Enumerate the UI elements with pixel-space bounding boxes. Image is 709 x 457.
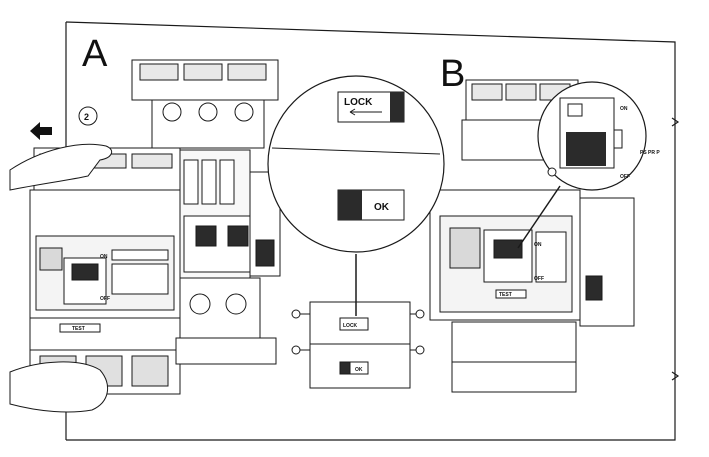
interlock-ok-label: OK	[355, 367, 363, 373]
breaker-a	[29, 147, 181, 395]
callout-lock-label: LOCK	[344, 97, 373, 108]
breaker-a-test-label: TEST	[72, 326, 85, 332]
hand-top-icon	[9, 143, 113, 191]
leader-line-b	[517, 185, 561, 249]
callout-side-text: PS PR P	[640, 150, 660, 156]
breaker-a-off-label: OFF	[100, 296, 110, 302]
arrow-left-icon	[30, 122, 52, 140]
interlock-lock-label: LOCK	[343, 323, 358, 329]
label-b: B	[440, 53, 465, 95]
callout-off-label: OFF	[620, 174, 630, 180]
breaker-b-off-label: OFF	[534, 276, 544, 282]
callout-center	[267, 75, 445, 253]
step-number: 2	[84, 112, 89, 122]
callout-on-label: ON	[620, 106, 628, 112]
breaker-a-on-label: ON	[100, 254, 108, 260]
breaker-b	[429, 79, 635, 393]
breaker-b-on-label: ON	[534, 242, 542, 248]
callout-right	[537, 81, 647, 191]
callout-ok-label: OK	[374, 202, 390, 213]
hand-bottom-icon	[9, 361, 108, 413]
label-a: A	[82, 33, 108, 75]
step-marker: 2	[78, 106, 98, 126]
interlock-box	[291, 301, 425, 389]
breaker-b-test-label: TEST	[499, 292, 512, 298]
base-a	[131, 59, 281, 365]
